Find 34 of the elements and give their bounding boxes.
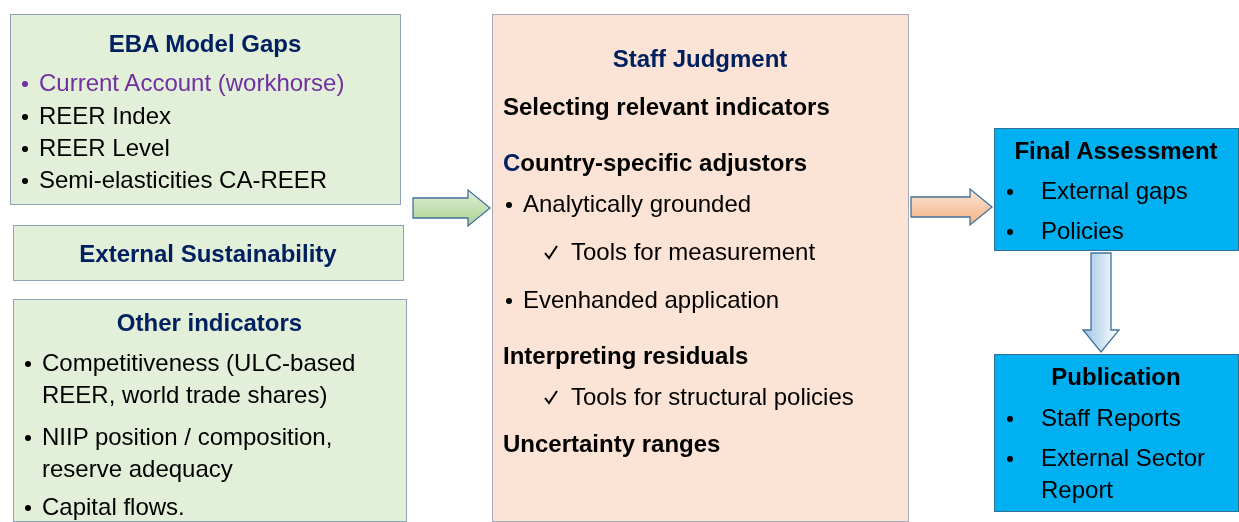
block-arrow: [910, 187, 994, 227]
subheading: Selecting relevant indicators: [503, 92, 830, 122]
bullet-text: Semi-elasticities CA-REER: [39, 165, 328, 195]
subheading: Country-specific adjustors: [503, 148, 808, 178]
block-arrow: [1081, 252, 1121, 354]
text-box: [994, 128, 1239, 251]
bullet-text: Evenhanded application: [523, 285, 780, 315]
bullet-text: Staff Reports: [1041, 403, 1182, 433]
text-box: [13, 299, 407, 522]
bullet-text: Competitiveness (ULC-based REER, world trade shares): [42, 348, 357, 410]
box-heading: EBA Model Gaps: [107, 29, 303, 59]
bullet-text: External Sector Report: [1041, 443, 1207, 505]
box-heading: Publication: [1050, 362, 1182, 392]
bullet-text: NIIP position / composition, reserve adequacy: [42, 422, 334, 484]
text-box: [10, 14, 401, 205]
bullet-text: External gaps: [1041, 176, 1188, 206]
bullet-text: REER Level: [39, 133, 170, 163]
text-box: [994, 354, 1239, 512]
subheading: Uncertainty ranges: [503, 429, 721, 459]
text-box: [492, 14, 909, 522]
box-heading: Final Assessment: [1013, 136, 1219, 166]
box-heading: Other indicators: [115, 308, 304, 338]
bullet-text: Capital flows.: [42, 492, 186, 522]
bullet-text: Policies: [1041, 216, 1124, 246]
box-heading: Staff Judgment: [611, 44, 789, 74]
bullet-text: Current Account (workhorse): [39, 68, 345, 98]
text-box: [13, 225, 404, 281]
block-arrow: [412, 188, 492, 228]
bullet-text: REER Index: [39, 101, 172, 131]
bullet-text: Analytically grounded: [523, 189, 752, 219]
checklist-text: Tools for measurement: [571, 237, 816, 267]
subheading: Interpreting residuals: [503, 341, 749, 371]
checklist-text: Tools for structural policies: [571, 382, 854, 412]
box-heading: External Sustainability: [78, 239, 338, 269]
